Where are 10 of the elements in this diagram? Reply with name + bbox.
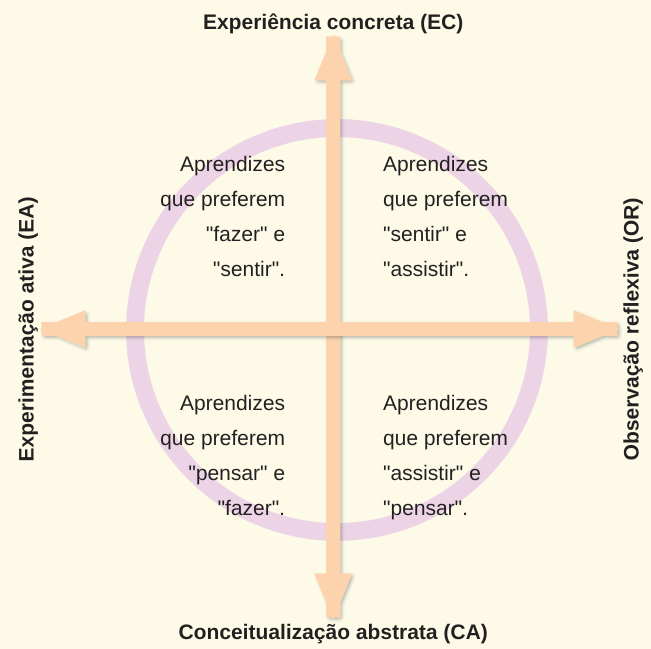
quadrant-text: Aprendizes que preferem "sentir" e "assistir". [383, 152, 509, 283]
axis-pole-label: Experiência concreta (EC) [203, 12, 464, 32]
quadrant-text: Aprendizes que preferem "assistir" e "pensar". [383, 391, 509, 522]
axis-pole-label: Conceitualização abstrata (CA) [178, 622, 488, 642]
double-headed-arrow [40, 310, 620, 348]
quadrant-text: Aprendizes que preferem "pensar" e "fazer". [159, 391, 285, 522]
axis-pole-label: Observação reflexiva (OR) [622, 198, 642, 460]
axis-pole-label: Experimentação ativa (EA) [16, 196, 38, 462]
double-headed-arrow [314, 34, 352, 620]
quadrant-text: Aprendizes que preferem "fazer" e "sentir". [159, 152, 285, 283]
